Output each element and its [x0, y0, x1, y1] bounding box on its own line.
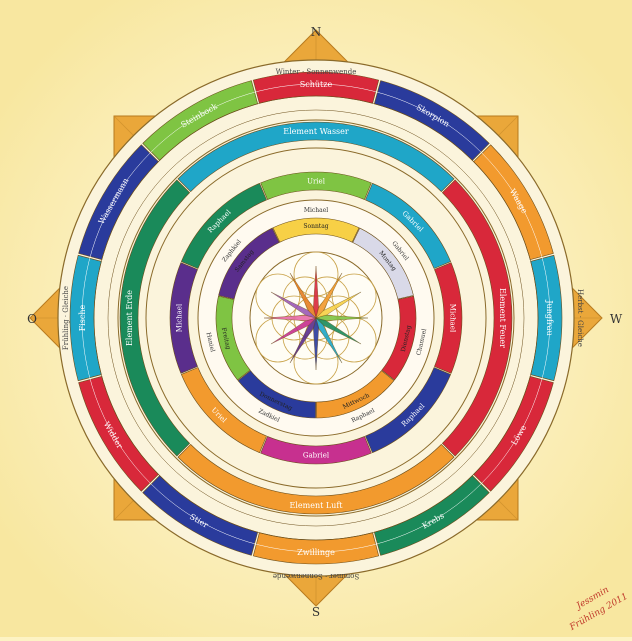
archangel-ring: UrielGabrielMichaelRaphaelGabrielUrielMi… — [169, 171, 463, 465]
season-left: Frühling · Gleiche — [62, 286, 70, 350]
weekday-angel-label: Michael — [304, 207, 328, 214]
archangel-segment — [169, 262, 198, 374]
archangel-segment — [260, 436, 372, 465]
element-label: Element Wasser — [283, 127, 349, 136]
compass-west: O — [27, 312, 37, 326]
symbol-ring-edge — [107, 109, 525, 527]
element-label: Element Feuer — [498, 288, 507, 348]
weekday-label: Freitag — [220, 327, 232, 350]
weekday-segment — [215, 295, 251, 381]
compass-east: W — [610, 312, 623, 326]
archangel-label: Michael — [175, 303, 183, 332]
archangel-label: Gabriel — [303, 451, 330, 459]
archangel-segment — [180, 367, 267, 454]
season-right: Herbst · Gleiche — [576, 289, 584, 347]
zodiac-label: Fische — [78, 304, 87, 331]
archangel-segment — [180, 182, 267, 269]
zodiac-ring: SchützeSkorpionWaageJungfrauLöweKrebsZwi… — [69, 71, 563, 565]
element-segment — [177, 443, 455, 515]
zodiac-label: Jungfrau — [545, 299, 554, 335]
archangel-segment — [434, 262, 463, 374]
season-bottom: Sommer · Sonnenwende — [273, 572, 359, 580]
archangel-label: Uriel — [307, 177, 326, 185]
zodiac-label: Zwillinge — [297, 548, 335, 557]
season-top: Winter · Sonnenwende — [276, 68, 357, 76]
element-segment — [441, 179, 513, 457]
archangel-segment — [365, 182, 452, 269]
center-star-ray — [289, 272, 317, 319]
element-segment — [177, 121, 455, 193]
archangel-segment — [365, 367, 452, 454]
element-label: Element Luft — [289, 501, 343, 510]
compass-south: S — [312, 605, 320, 619]
compass-north: N — [311, 25, 322, 39]
element-ring-border — [117, 119, 515, 517]
element-segment — [119, 179, 191, 457]
center-rainbow-star — [263, 265, 369, 371]
weekday-segment — [237, 370, 316, 419]
archangel-label: Michael — [449, 304, 457, 333]
zodiac-label: Schütze — [300, 80, 333, 89]
weekday-label: Sonntag — [303, 223, 328, 230]
zodiac-divider — [81, 83, 551, 553]
archangel-segment — [260, 171, 372, 200]
weekday-segment — [352, 227, 414, 300]
zodiac-inner-edge — [93, 95, 539, 541]
weekday-segment — [381, 295, 417, 381]
weekday-angel-label: Haniel — [205, 332, 216, 353]
weekday-segment — [316, 370, 395, 419]
weekday-segment — [218, 227, 280, 300]
element-label: Element Erde — [125, 290, 134, 346]
weekday-segment — [272, 217, 360, 243]
